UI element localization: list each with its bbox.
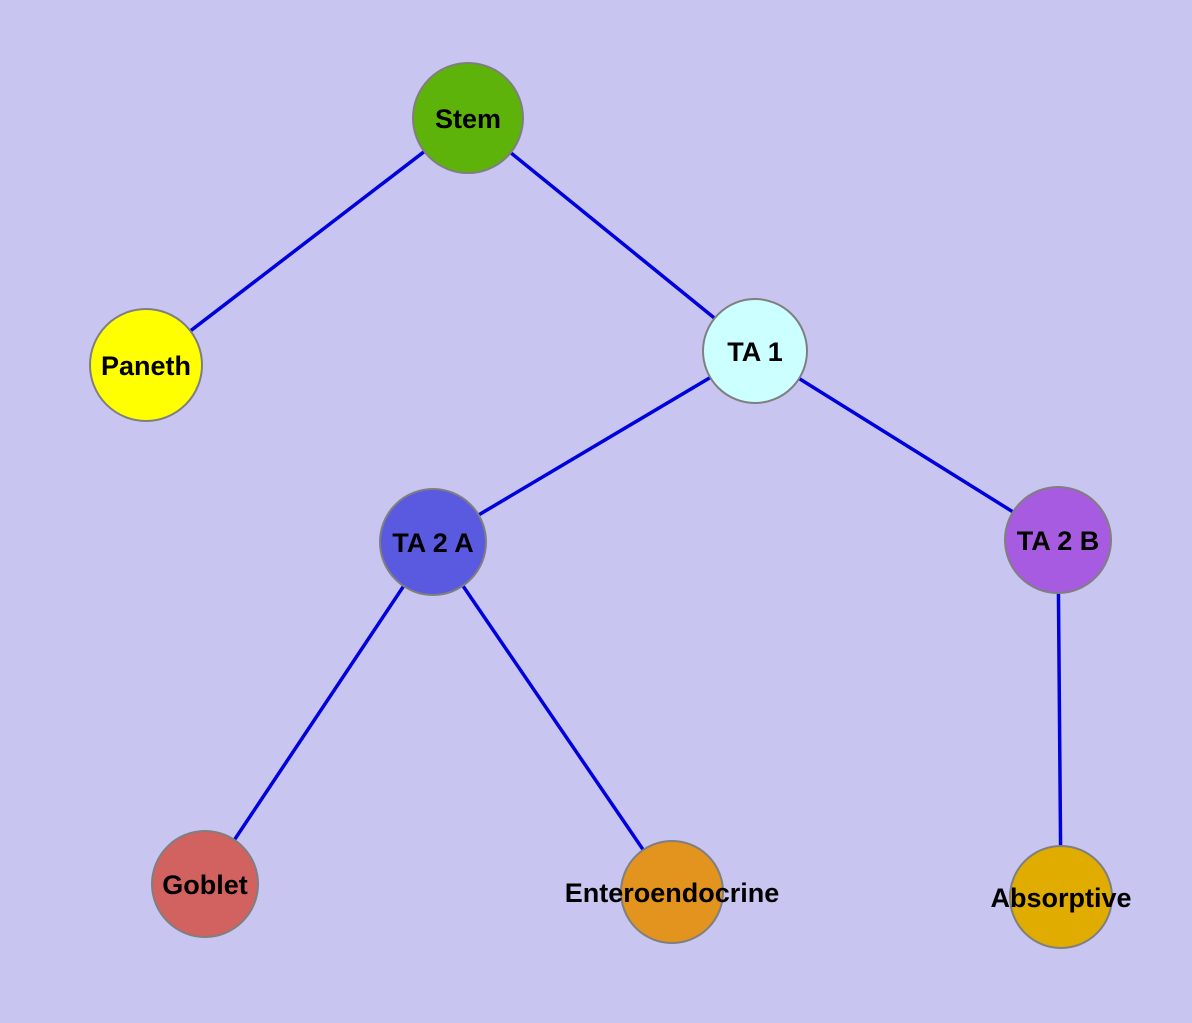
node-circle-absorptive[interactable] (1009, 845, 1113, 949)
edges-layer (144, 116, 1063, 899)
node-goblet[interactable]: Goblet (151, 830, 259, 938)
edge-ta2a-goblet[interactable] (203, 540, 435, 886)
node-ta2b[interactable]: TA 2 B (1004, 486, 1112, 594)
node-circle-enteroendocrine[interactable] (620, 840, 724, 944)
node-paneth[interactable]: Paneth (89, 308, 203, 422)
node-circle-ta2b[interactable] (1004, 486, 1112, 594)
node-circle-paneth[interactable] (89, 308, 203, 422)
node-circle-goblet[interactable] (151, 830, 259, 938)
node-circle-ta2a[interactable] (379, 488, 487, 596)
node-ta2a[interactable]: TA 2 A (379, 488, 487, 596)
node-circle-stem[interactable] (412, 62, 524, 174)
edge-ta1-ta2a[interactable] (431, 349, 757, 544)
node-ta1[interactable]: TA 1 (702, 298, 808, 404)
edge-stem-ta1[interactable] (466, 116, 757, 353)
node-stem[interactable]: Stem (412, 62, 524, 174)
node-circle-ta1[interactable] (702, 298, 808, 404)
edge-ta2a-enteroendocrine[interactable] (431, 540, 674, 894)
edge-ta1-ta2b[interactable] (753, 349, 1060, 542)
edge-ta2b-absorptive[interactable] (1056, 538, 1063, 899)
edge-stem-paneth[interactable] (144, 116, 470, 367)
